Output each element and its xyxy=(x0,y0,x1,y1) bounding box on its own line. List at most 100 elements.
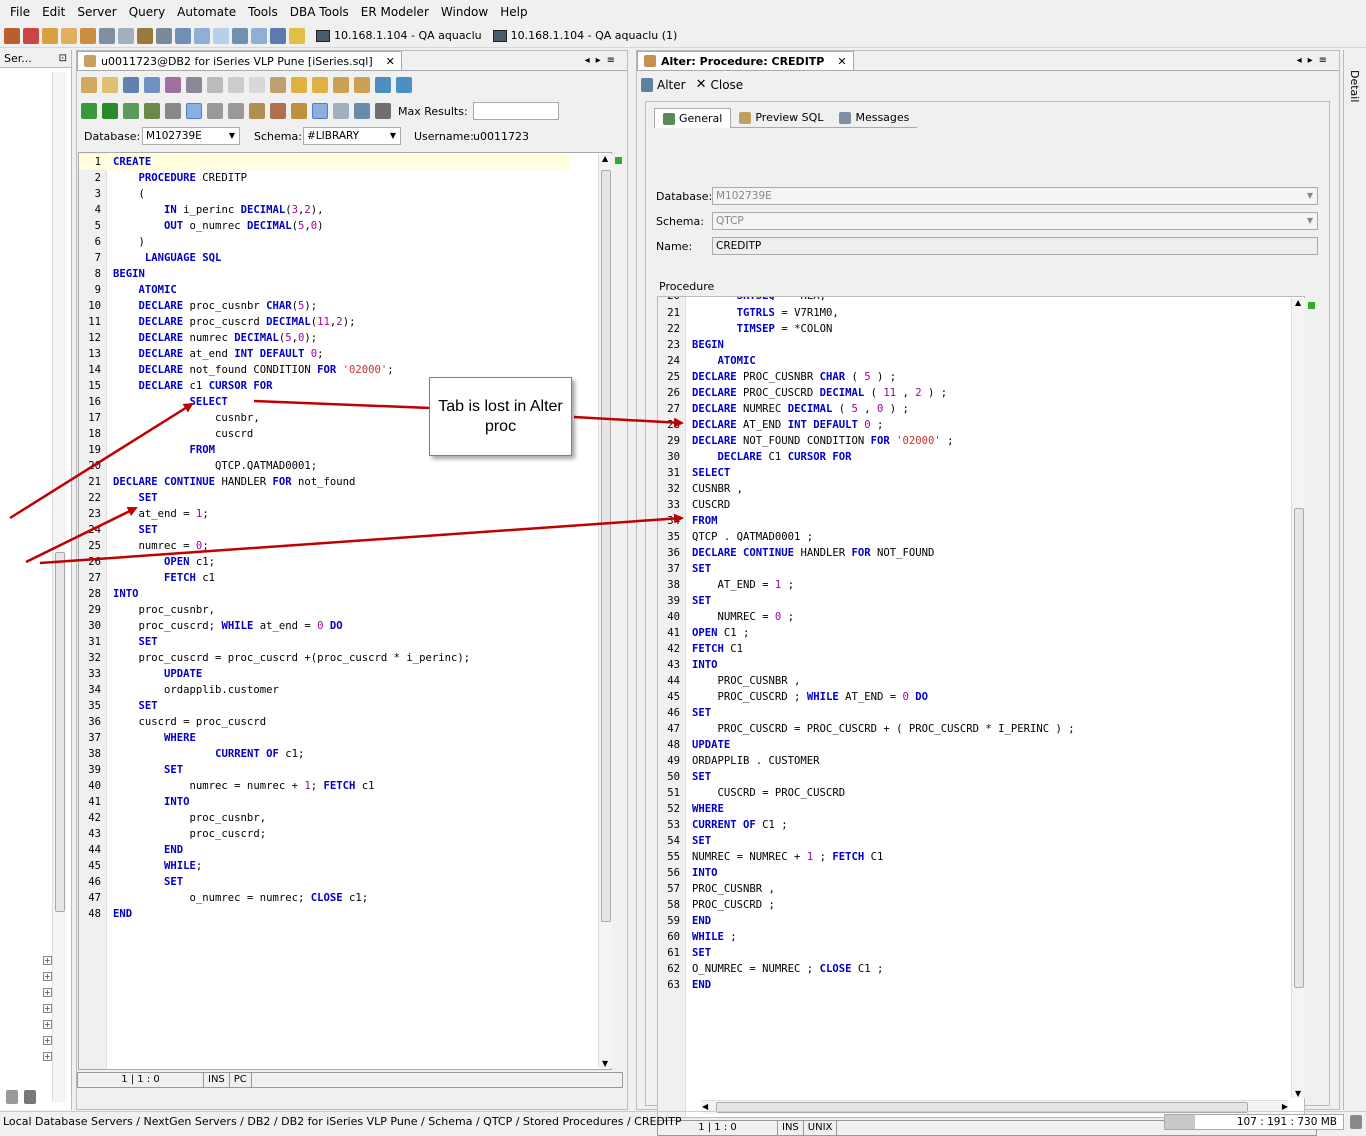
general-tab[interactable]: General xyxy=(654,108,732,128)
tab-nav-icons[interactable]: ◂▸≡ xyxy=(1296,55,1333,66)
browser-scroll-thumb[interactable] xyxy=(55,552,65,912)
database-select[interactable]: M102739E▼ xyxy=(712,187,1318,205)
export-icon[interactable] xyxy=(165,77,181,93)
name-field[interactable]: CREDITP xyxy=(712,237,1318,255)
tree-expand-icon[interactable]: + xyxy=(43,956,52,965)
close-button[interactable]: ✕Close xyxy=(696,77,744,92)
execute-current-icon[interactable] xyxy=(123,103,139,119)
table-data-icon[interactable] xyxy=(99,27,115,44)
tree-expand-icon[interactable]: + xyxy=(43,1052,52,1061)
detail-tab[interactable]: Detail xyxy=(1348,70,1361,103)
messages-tab[interactable]: Messages xyxy=(831,108,918,128)
schema-select[interactable]: #LIBRARY▼ xyxy=(303,127,401,145)
execute-all-icon[interactable] xyxy=(81,103,97,119)
menu-automate[interactable]: Automate xyxy=(177,5,237,19)
auto-commit-icon[interactable] xyxy=(186,103,202,119)
menu-server[interactable]: Server xyxy=(77,5,117,19)
chart-icon[interactable] xyxy=(289,27,305,44)
menu-er-modeler[interactable]: ER Modeler xyxy=(360,5,429,19)
procedure-hscrollbar[interactable]: ◀ ▶ xyxy=(702,1100,1288,1114)
menu-dba-tools[interactable]: DBA Tools xyxy=(289,5,349,19)
session-2[interactable]: 10.168.1.104 - QA aquaclu (1) xyxy=(492,29,677,42)
editor-scrollbar[interactable]: ▲ ▼ xyxy=(598,154,612,1068)
tree-expand-icon[interactable]: + xyxy=(43,988,52,997)
print-icon[interactable] xyxy=(118,27,134,44)
max-results-input[interactable] xyxy=(472,102,559,120)
format-icon[interactable] xyxy=(333,77,349,93)
close-icon[interactable]: ✕ xyxy=(385,54,395,68)
layout-icon-2[interactable] xyxy=(194,27,210,44)
schema-select[interactable]: QTCP▼ xyxy=(712,212,1318,230)
new-icon[interactable] xyxy=(81,77,97,93)
menu-tools[interactable]: Tools xyxy=(248,5,278,19)
page-icon[interactable] xyxy=(207,77,223,93)
browser-scrollbar[interactable] xyxy=(52,72,66,1102)
close-icon[interactable]: ✕ xyxy=(837,54,847,68)
object-browser-tab[interactable]: Ser...⊡ xyxy=(0,50,71,68)
rollback-icon[interactable] xyxy=(228,103,244,119)
alter-tab[interactable]: Alter: Procedure: CREDITP ✕ xyxy=(637,51,854,70)
tab-nav-icons[interactable]: ◂▸≡ xyxy=(584,55,621,66)
commit-icon[interactable] xyxy=(207,103,223,119)
menu-window[interactable]: Window xyxy=(440,5,489,19)
open-query-icon[interactable] xyxy=(61,27,77,44)
session-1[interactable]: 10.168.1.104 - QA aquaclu xyxy=(316,29,482,42)
preview-sql-tab[interactable]: Preview SQL xyxy=(731,108,832,128)
window-icon[interactable] xyxy=(156,27,172,44)
open-icon[interactable] xyxy=(102,77,118,93)
layout-icon-1[interactable] xyxy=(175,27,191,44)
tree-expand-icon[interactable]: + xyxy=(43,1020,52,1029)
save-icon[interactable] xyxy=(123,77,139,93)
execute-icon[interactable] xyxy=(102,103,118,119)
trash-icon[interactable] xyxy=(1350,1115,1362,1129)
text-results-icon[interactable] xyxy=(333,103,349,119)
alter-button[interactable]: Alter xyxy=(641,77,686,92)
db-icon[interactable] xyxy=(6,1090,18,1104)
options-icon[interactable] xyxy=(375,103,391,119)
menu-query[interactable]: Query xyxy=(128,5,166,19)
scroll-left-icon[interactable]: ◀ xyxy=(702,1102,709,1111)
tree-expand-icon[interactable]: + xyxy=(43,1036,52,1045)
hscroll-thumb[interactable] xyxy=(716,1102,1248,1113)
schema-browser-icon[interactable] xyxy=(80,27,96,44)
paste-icon[interactable] xyxy=(270,77,286,93)
wand-icon[interactable] xyxy=(354,77,370,93)
layout-icon-6[interactable] xyxy=(270,27,286,44)
tree-expand-icon[interactable]: + xyxy=(43,972,52,981)
connect-icon[interactable] xyxy=(4,27,20,44)
query-tab[interactable]: u0011723@DB2 for iSeries VLP Pune [iSeri… xyxy=(77,51,402,70)
layout-icon-4[interactable] xyxy=(232,27,248,44)
results-icon[interactable] xyxy=(354,103,370,119)
query-window-icon[interactable] xyxy=(42,27,58,44)
editor-scroll-thumb[interactable] xyxy=(601,170,611,922)
print-icon[interactable] xyxy=(186,77,202,93)
history-icon[interactable] xyxy=(291,103,307,119)
menu-edit[interactable]: Edit xyxy=(42,5,66,19)
database-select[interactable]: M102739E▼ xyxy=(142,127,240,145)
scroll-down-icon[interactable]: ▼ xyxy=(602,1059,609,1068)
tree-expand-icon[interactable]: + xyxy=(43,1004,52,1013)
procedure-scrollbar[interactable]: ▲ ▼ xyxy=(1291,298,1305,1098)
scroll-down-icon[interactable]: ▼ xyxy=(1295,1089,1302,1098)
scroll-up-icon[interactable]: ▲ xyxy=(602,154,609,163)
undo-icon[interactable] xyxy=(291,77,307,93)
scroll-right-icon[interactable]: ▶ xyxy=(1281,1102,1288,1111)
plan-icon[interactable] xyxy=(270,103,286,119)
save-as-icon[interactable] xyxy=(144,77,160,93)
procedure-editor[interactable]: 20 SRTSEQ = *HEX,21 TGTRLS = V7R1M0,22 T… xyxy=(657,296,1305,1118)
scroll-up-icon[interactable]: ▲ xyxy=(1295,298,1302,307)
grid-results-icon[interactable] xyxy=(312,103,328,119)
procedure-scroll-thumb[interactable] xyxy=(1294,508,1304,988)
maximize-icon[interactable]: ⊡ xyxy=(58,53,67,64)
redo-icon[interactable] xyxy=(312,77,328,93)
case-icon[interactable] xyxy=(375,77,391,93)
menu-file[interactable]: File xyxy=(10,5,31,19)
explain-icon[interactable] xyxy=(249,103,265,119)
files-icon[interactable] xyxy=(24,1090,36,1104)
case-lower-icon[interactable] xyxy=(396,77,412,93)
tools-icon[interactable] xyxy=(137,27,153,44)
copy-icon[interactable] xyxy=(249,77,265,93)
stop-icon[interactable] xyxy=(165,103,181,119)
layout-icon-3[interactable] xyxy=(213,27,229,44)
execute-selected-icon[interactable] xyxy=(144,103,160,119)
